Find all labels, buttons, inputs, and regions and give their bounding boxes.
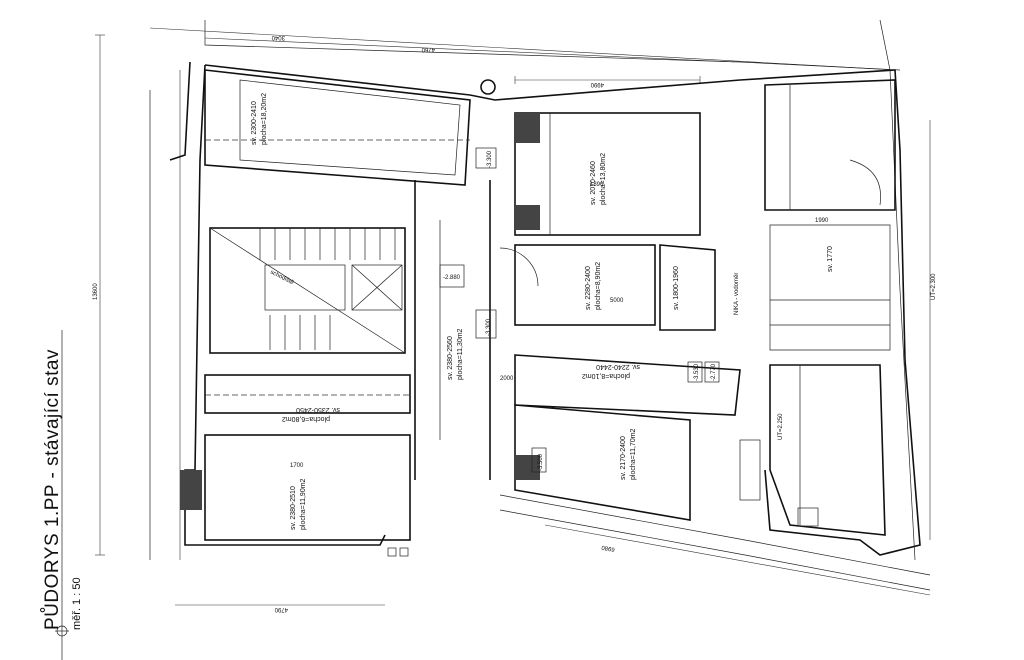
drawing-title: PŮDORYS 1.PP - stávající stav <box>41 349 63 630</box>
dim-right-a: 1990 <box>815 218 829 224</box>
room-10-height: sv. 1770 <box>827 246 834 272</box>
stair-treads <box>259 228 396 350</box>
room-9-area: plocha=11,90m2 <box>300 478 307 530</box>
room-9-height: sv. 2380-2510 <box>290 486 297 530</box>
room-2-area: plocha=13,80m2 <box>600 153 607 205</box>
room-4: sv. 1800-1960 NIKA - vodoměr <box>659 244 740 331</box>
meter-niche-note: NIKA - vodoměr <box>734 273 740 315</box>
dimension-labels: 4990 4760 13600 6980 4790 3040 5000 2000… <box>93 34 829 612</box>
dim-corridor: 2000 <box>500 376 514 382</box>
chimney-hatch <box>515 113 540 143</box>
room-8: sv. 2170-2400 plocha=11,70m2 -3.500 <box>514 404 691 521</box>
level-mark-1: -2.880 <box>443 275 461 281</box>
room-2-height: sv. 2070-2460 <box>590 161 597 205</box>
room-3: sv. 2280-2400 plocha=8,90m2 <box>514 244 656 326</box>
dimension-lines <box>95 27 931 606</box>
room-3-height: sv. 2280-2400 <box>585 266 592 310</box>
drawing-scale: měř. 1 : 50 <box>71 577 83 630</box>
level-mark-3: -3.530 <box>694 363 700 381</box>
level-mark-2: -3.300 <box>486 318 492 336</box>
dim-top-b: 4760 <box>421 46 435 52</box>
room-6-height: sv. 2240-2440 <box>596 363 640 370</box>
level-mark-5: -2.770 <box>711 363 717 381</box>
room-1-height: sv. 2300-2410 <box>251 101 258 145</box>
outer-walls <box>149 19 931 591</box>
dim-top-room: 4990 <box>590 81 604 87</box>
dim-room-2: 1890 <box>590 182 604 188</box>
dim-left: 13600 <box>93 283 99 300</box>
room-5-area: plocha=11,30m2 <box>457 328 464 380</box>
room-4-height: sv. 1800-1960 <box>673 266 680 310</box>
dim-room-9: 1700 <box>290 463 304 469</box>
room-1-area: plocha=18,20m2 <box>261 93 268 145</box>
room-8-height: sv. 2170-2400 <box>620 436 627 480</box>
dim-bottom: 6980 <box>601 544 616 552</box>
title-block: PŮDORYS 1.PP - stávající stav měř. 1 : 5… <box>41 330 83 660</box>
ground-level-mark: UT=2.250 <box>778 413 784 440</box>
chimney-hatch <box>515 455 540 480</box>
stair-note: schodiště <box>269 269 295 286</box>
room-6: sv. 2240-2440 plocha=8,10m2 -3.530 -2.77… <box>514 354 741 416</box>
dim-bottom-left: 4790 <box>274 606 288 612</box>
dim-top-a: 3040 <box>271 34 285 40</box>
room-7-height: sv. 2350-2450 <box>296 406 340 413</box>
column-marker <box>480 79 496 95</box>
stair-block: schodiště <box>209 227 406 354</box>
room-3-area: plocha=8,90m2 <box>595 262 602 310</box>
dim-room-3: 5000 <box>610 298 624 304</box>
level-mark-0: -3.300 <box>487 150 493 168</box>
room-9: sv. 2380-2510 plocha=11,90m2 <box>180 434 411 557</box>
room-8-area: plocha=11,70m2 <box>630 428 637 480</box>
hatched-block <box>180 470 202 510</box>
door-swing <box>499 247 539 287</box>
level-mark-ut: UT=2.300 <box>931 273 937 300</box>
room-7: sv. 2350-2450 plocha=6,80m2 <box>204 374 411 422</box>
room-7-area: plocha=6,80m2 <box>282 415 330 422</box>
chimney-hatch <box>515 205 540 230</box>
room-2: sv. 2070-2460 plocha=13,80m2 <box>514 112 701 236</box>
room-1: sv. 2300-2410 plocha=18,20m2 <box>204 69 496 186</box>
level-mark-4: -3.500 <box>538 453 544 471</box>
wall-curve <box>849 159 881 206</box>
right-wing: sv. 1770 UT=2.300 UT=2.250 <box>739 79 937 536</box>
room-6-area: plocha=8,10m2 <box>582 372 630 379</box>
corridor: -2.880 -3.300 sv. 2380-2560 plocha=11,30… <box>414 147 539 480</box>
room-5-height: sv. 2380-2560 <box>447 336 454 380</box>
